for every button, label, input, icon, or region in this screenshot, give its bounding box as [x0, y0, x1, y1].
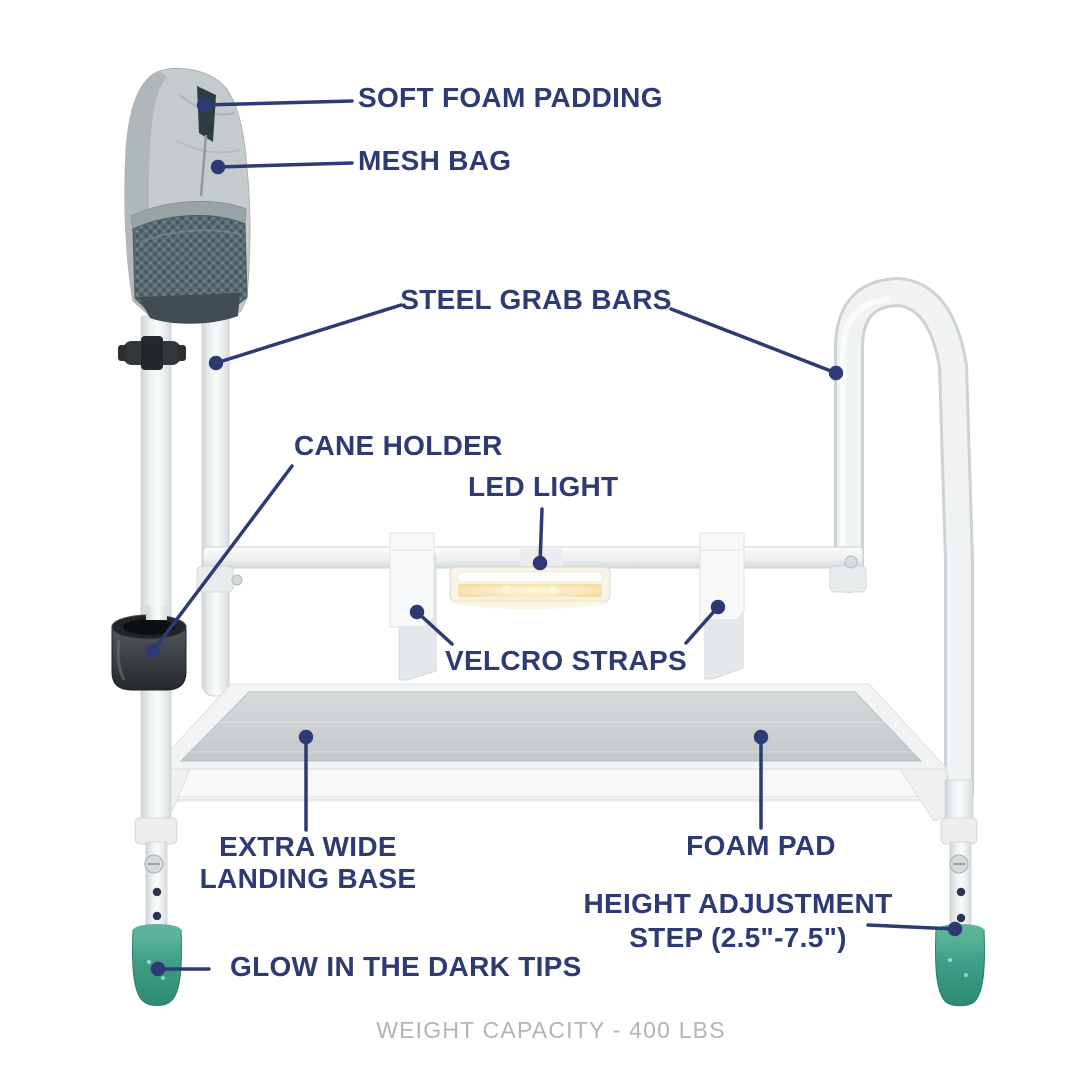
- mesh-bag-line: [216, 161, 354, 169]
- callout-label-cane-holder: CANE HOLDER: [294, 430, 503, 461]
- weight-capacity-note: WEIGHT CAPACITY - 400 LBS: [376, 1017, 726, 1043]
- grab-bar-left-line: [214, 303, 403, 365]
- callout-label-foam-pad: FOAM PAD: [686, 830, 836, 861]
- callout-label-height-adjustment-step: HEIGHT ADJUSTMENT STEP (2.5"-7.5"): [584, 887, 893, 955]
- callout-label-height-adjustment-line1: HEIGHT ADJUSTMENT: [583, 888, 893, 919]
- callout-label-mesh-bag: MESH BAG: [358, 145, 512, 176]
- right-grab-bar-arch: [834, 276, 974, 807]
- mesh-bag: [124, 67, 251, 324]
- callout-label-led-light: LED LIGHT: [468, 471, 619, 502]
- glow-tip-right: [935, 929, 985, 1007]
- front-left-leg: [111, 315, 187, 1006]
- soft-foam-padding-line: [202, 99, 354, 107]
- right-leg-lower: [935, 779, 985, 1007]
- callout-label-extra-wide-landing-base: EXTRA WIDE LANDING BASE: [200, 831, 417, 895]
- landing-base: [148, 683, 961, 822]
- height-adjustment-line: [866, 923, 957, 931]
- middle-crossbar: [196, 546, 867, 593]
- velcro-strap-right: [699, 532, 745, 680]
- callout-label-soft-foam-padding: SOFT FOAM PADDING: [358, 82, 663, 113]
- velcro-left-line: [415, 610, 454, 646]
- grab-bar-right-line: [669, 307, 838, 375]
- callout-label-velcro-straps: VELCRO STRAPS: [445, 645, 687, 676]
- led-light-fixture: [449, 566, 611, 609]
- callout-dots: [145, 97, 963, 977]
- cane-holder-cup: [111, 606, 187, 691]
- callout-label-glow-in-the-dark-tips: GLOW IN THE DARK TIPS: [230, 951, 582, 982]
- led-light-line: [538, 507, 544, 565]
- velcro-right-line: [684, 605, 720, 645]
- callout-label-extra-wide-line1: EXTRA WIDE: [219, 831, 397, 862]
- cane-clamp: [118, 336, 186, 370]
- callout-label-steel-grab-bars: STEEL GRAB BARS: [400, 284, 672, 315]
- cane-holder-line: [151, 464, 294, 653]
- callout-connectors: [151, 99, 957, 971]
- callout-label-extra-wide-line2: LANDING BASE: [199, 863, 417, 894]
- callout-label-height-adjustment-line2: STEP (2.5"-7.5"): [629, 922, 847, 953]
- foam-pad-surface: [179, 691, 923, 762]
